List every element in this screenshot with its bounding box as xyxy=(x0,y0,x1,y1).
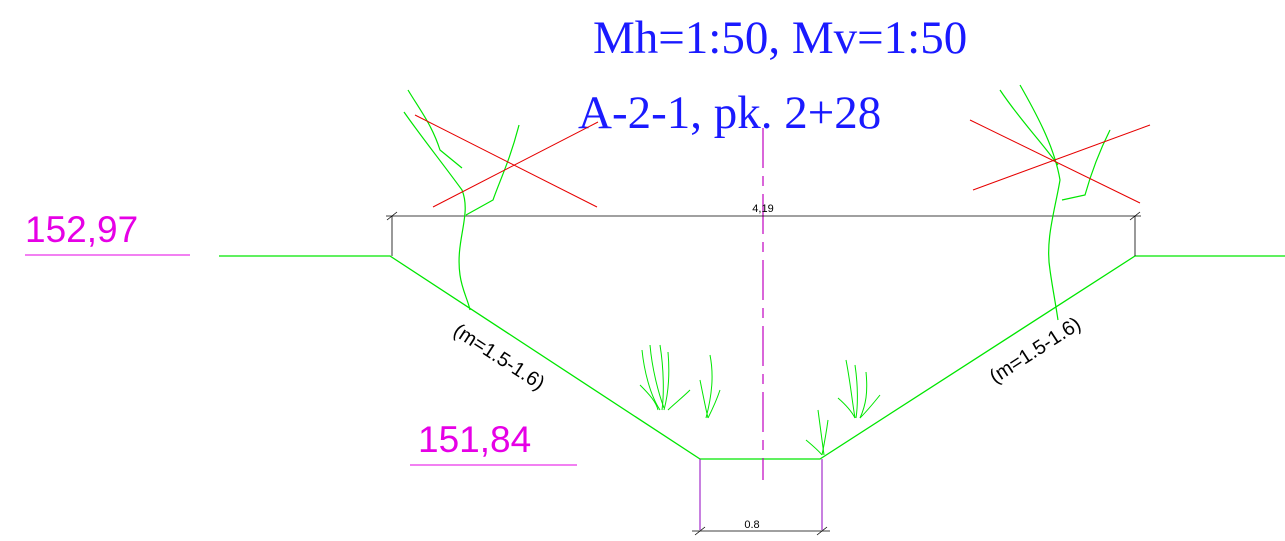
bottom-width-value: 0.8 xyxy=(744,519,759,531)
top-width-dimension: 4,19 xyxy=(386,203,1141,256)
tree-right-removal-cross xyxy=(969,119,1151,204)
grass-tuft-right-icon xyxy=(805,359,881,456)
elevation-top-value: 152,97 xyxy=(25,209,138,250)
tree-left-removal-cross xyxy=(414,114,599,208)
tree-right-icon xyxy=(999,84,1111,321)
slope-right-label: (m=1.5-1.6) xyxy=(986,313,1085,388)
section-label: A-2-1, pk. 2+28 xyxy=(578,87,881,139)
elevation-bottom-marker: 151,84 xyxy=(410,419,577,466)
elevation-bottom-value: 151,84 xyxy=(418,419,531,460)
grass-tuft-left-icon xyxy=(639,344,721,419)
elevation-top-marker: 152,97 xyxy=(25,209,190,256)
channel-profile-line xyxy=(219,255,1285,460)
slope-left-label: (m=1.5-1.6) xyxy=(449,320,548,395)
scale-label: Mh=1:50, Mv=1:50 xyxy=(593,12,967,64)
top-width-value: 4,19 xyxy=(752,203,773,215)
bottom-width-dimension: 0.8 xyxy=(692,459,830,536)
